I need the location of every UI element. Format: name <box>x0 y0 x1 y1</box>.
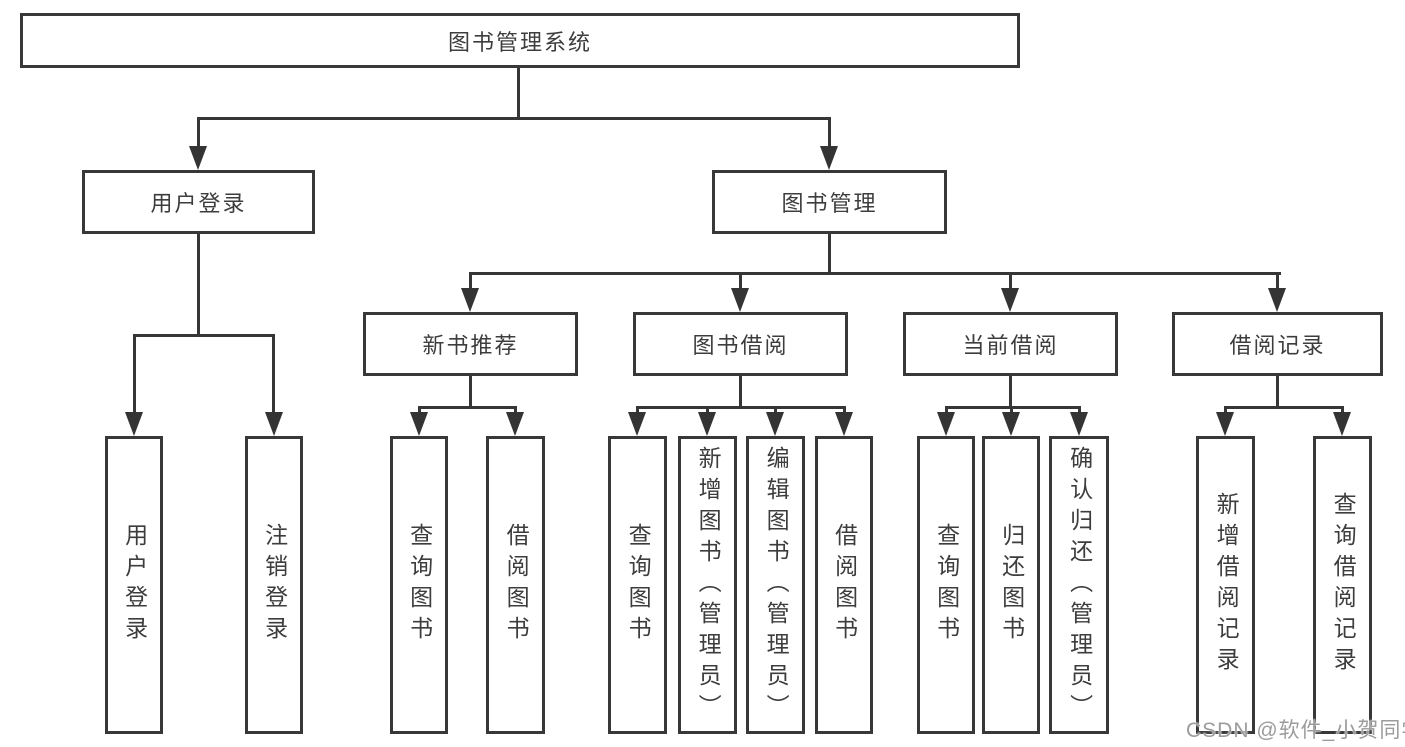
leaf-logout: 注销登录 <box>245 436 303 734</box>
connector <box>945 406 1081 409</box>
node-label: 归还图书 <box>998 523 1025 647</box>
leaf-borrow-borrow-books: 借阅图书 <box>815 436 873 734</box>
node-label: 借阅图书 <box>503 523 530 647</box>
leaf-borrow-query-books: 查询图书 <box>608 436 667 734</box>
node-label: 注销登录 <box>261 523 288 647</box>
connector <box>133 334 136 412</box>
arrowhead-down-icon <box>265 412 283 436</box>
connector <box>739 272 742 288</box>
node-label: 用户登录 <box>121 523 148 647</box>
connector <box>945 406 948 412</box>
arrowhead-down-icon <box>189 146 207 170</box>
node-book-management: 图书管理 <box>712 170 947 234</box>
connector <box>197 117 831 120</box>
connector <box>418 406 517 409</box>
connector <box>1276 272 1279 288</box>
connector <box>469 272 472 288</box>
arrowhead-down-icon <box>506 412 524 436</box>
connector <box>1276 376 1279 408</box>
connector <box>1009 376 1012 408</box>
arrowhead-down-icon <box>820 146 838 170</box>
connector <box>706 406 709 412</box>
arrowhead-down-icon <box>461 288 479 312</box>
arrowhead-down-icon <box>835 412 853 436</box>
connector <box>469 376 472 408</box>
arrowhead-down-icon <box>937 412 955 436</box>
arrowhead-down-icon <box>731 288 749 312</box>
node-label: 编辑图书（管理员） <box>763 445 790 725</box>
connector <box>828 117 831 146</box>
connector <box>1009 272 1012 288</box>
watermark: CSDN @软件_小贺同学 <box>1186 719 1405 742</box>
connector <box>133 334 275 337</box>
node-label: 图书管理 <box>781 191 878 216</box>
connector <box>774 406 777 412</box>
leaf-current-return-books: 归还图书 <box>982 436 1040 734</box>
connector <box>197 117 200 146</box>
arrowhead-down-icon <box>410 412 428 436</box>
leaf-user-login: 用户登录 <box>105 436 163 734</box>
connector <box>636 406 639 412</box>
node-library-system: 图书管理系统 <box>20 13 1020 68</box>
leaf-newbook-borrow-books: 借阅图书 <box>486 436 545 734</box>
leaf-borrow-add-books-admin: 新增图书（管理员） <box>678 436 737 734</box>
node-label: 借阅记录 <box>1229 333 1326 358</box>
arrowhead-down-icon <box>1216 412 1234 436</box>
arrowhead-down-icon <box>698 412 716 436</box>
leaf-borrow-edit-books-admin: 编辑图书（管理员） <box>746 436 805 734</box>
connector <box>1224 406 1344 409</box>
connector <box>1010 406 1013 412</box>
node-label: 查询图书 <box>406 523 433 647</box>
connector <box>1224 406 1227 412</box>
leaf-current-query-books: 查询图书 <box>917 436 975 734</box>
node-new-book-recommend: 新书推荐 <box>363 312 578 376</box>
connector <box>418 406 421 412</box>
arrowhead-down-icon <box>1268 288 1286 312</box>
node-label: 查询图书 <box>625 523 652 647</box>
connector <box>636 406 846 409</box>
arrowhead-down-icon <box>125 412 143 436</box>
node-label: 新书推荐 <box>422 333 519 358</box>
arrowhead-down-icon <box>1001 288 1019 312</box>
node-label: 确认归还（管理员） <box>1066 445 1093 725</box>
arrowhead-down-icon <box>628 412 646 436</box>
leaf-record-query: 查询借阅记录 <box>1313 436 1372 734</box>
node-book-borrow: 图书借阅 <box>633 312 848 376</box>
node-label: 图书借阅 <box>692 333 789 358</box>
connector <box>517 68 520 118</box>
connector <box>469 272 1281 275</box>
node-label: 借阅图书 <box>831 523 858 647</box>
connector <box>843 406 846 412</box>
leaf-newbook-query-books: 查询图书 <box>390 436 448 734</box>
node-label: 新增借阅记录 <box>1213 492 1240 678</box>
arrowhead-down-icon <box>1002 412 1020 436</box>
connector <box>739 376 742 408</box>
connector <box>1078 406 1081 412</box>
leaf-record-add: 新增借阅记录 <box>1196 436 1255 734</box>
node-current-borrow: 当前借阅 <box>903 312 1118 376</box>
arrowhead-down-icon <box>766 412 784 436</box>
arrowhead-down-icon <box>1070 412 1088 436</box>
arrowhead-down-icon <box>1333 412 1351 436</box>
connector <box>1341 406 1344 412</box>
node-user-login: 用户登录 <box>82 170 315 234</box>
connector <box>272 334 275 412</box>
node-label: 当前借阅 <box>962 333 1059 358</box>
node-label: 查询图书 <box>933 523 960 647</box>
connector <box>197 233 200 335</box>
node-label: 用户登录 <box>150 191 247 216</box>
node-label: 新增图书（管理员） <box>695 445 722 725</box>
node-label: 图书管理系统 <box>447 29 592 55</box>
connector <box>514 406 517 412</box>
node-label: 查询借阅记录 <box>1330 492 1357 678</box>
leaf-current-confirm-return-admin: 确认归还（管理员） <box>1049 436 1109 734</box>
connector <box>828 233 831 274</box>
node-borrow-record: 借阅记录 <box>1172 312 1383 376</box>
